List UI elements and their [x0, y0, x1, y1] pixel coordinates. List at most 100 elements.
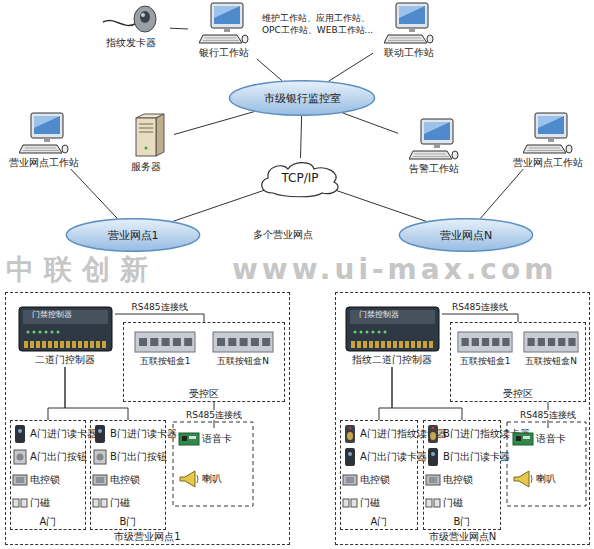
edge-label: RS485连接线: [185, 410, 243, 421]
node-label: 营业网点1: [108, 228, 159, 243]
device-item: 喇叭: [178, 468, 250, 490]
node-label: B门: [454, 516, 471, 529]
edge-label: RS485连接线: [451, 302, 509, 313]
connector: [48, 367, 65, 420]
reader-icon: [92, 424, 108, 444]
btn-icon: [92, 447, 108, 467]
zone-box: B门B门进门指纹读卡器B门出门读卡器电控锁门磁: [423, 420, 501, 530]
btns-icon: [457, 329, 513, 355]
node-label: 营业网点工作站: [513, 157, 583, 169]
zone-box: 市级营业网点1二道门控制器受控区五联按钮盒1五联按钮盒NA门A门进门读卡器A门出…: [5, 292, 290, 545]
pc-icon: [199, 2, 249, 46]
voice-card-box: [507, 422, 586, 506]
mag-icon: [425, 493, 441, 513]
node-label: 五联按钮盒1: [140, 356, 191, 368]
spk-icon: [178, 470, 200, 488]
connector: [379, 367, 392, 420]
node-label: 门磁: [360, 497, 416, 510]
node-label: 指纹二道门控制器: [352, 354, 432, 367]
device-item: 门磁: [425, 492, 499, 514]
connector: [170, 28, 188, 30]
device-item: 语音卡: [512, 428, 584, 450]
node-label: 银行工作站: [199, 47, 249, 59]
lock-icon: [425, 470, 441, 490]
device-item: 喇叭: [512, 468, 584, 490]
node-label: B门进门读卡器: [110, 428, 177, 441]
device-item: 电控锁: [92, 469, 164, 491]
device-item: 门磁: [92, 492, 164, 514]
node-label: 门磁: [30, 497, 84, 510]
node-label: 电控锁: [360, 474, 416, 487]
node-label: B门: [120, 516, 137, 529]
fp-icon: [342, 424, 358, 444]
connector: [174, 112, 254, 135]
node-label: 五联按钮盒1: [460, 356, 511, 368]
connector: [329, 53, 373, 81]
device-item: 电控锁: [342, 469, 416, 491]
device-node: 五联按钮盒1: [453, 329, 517, 368]
device-item: 电控锁: [12, 469, 84, 491]
lock-icon: [92, 470, 108, 490]
spk-icon: [512, 470, 534, 488]
device-node: 联动工作站: [373, 2, 445, 59]
pc-icon: [523, 112, 573, 156]
edge-label: RS485连接线: [519, 410, 577, 421]
node-label: B门出门按钮: [110, 451, 167, 464]
network-ellipse: 营业网点N: [398, 218, 534, 252]
connector: [442, 314, 518, 322]
device-item: 门磁: [12, 492, 84, 514]
node-label: 电控锁: [30, 474, 84, 487]
note-label: 门禁控制器: [359, 311, 399, 320]
pc-icon: [19, 112, 69, 156]
device-node: 指纹发卡器: [92, 4, 170, 49]
lock-icon: [12, 470, 28, 490]
node-label: A门: [371, 516, 388, 529]
zone-box: 受控区 五联按钮盒1 五联按钮盒N: [450, 322, 586, 402]
device-item: 电控锁: [425, 469, 499, 491]
node-label: 营业网点工作站: [9, 157, 79, 169]
device-item: A门出门读卡器: [342, 446, 416, 468]
device-item: B门进门读卡器: [92, 423, 164, 445]
connector: [257, 59, 282, 81]
node-label: 市级营业网点N: [429, 531, 496, 544]
node-label: A门出门按钮: [30, 451, 87, 464]
device-node: 告警工作站: [398, 118, 470, 175]
device-item: A门出门按钮: [12, 446, 84, 468]
connector: [336, 190, 426, 221]
watermark: www.ui-max.com: [232, 255, 557, 286]
node-label: A门: [40, 516, 57, 529]
reader-icon: [12, 424, 28, 444]
device-item: B门出门按钮: [92, 446, 164, 468]
device-node: 五联按钮盒N: [519, 329, 583, 368]
device-item: B门出门读卡器: [425, 446, 499, 468]
pc-icon: [409, 118, 459, 162]
device-item: 门磁: [342, 492, 416, 514]
node-label: 五联按钮盒N: [217, 356, 269, 368]
note-label: 维护工作站、应用工作站、 OPC工作站、WEB工作站...: [262, 13, 376, 36]
node-label: 受控区: [503, 388, 533, 401]
connector: [115, 314, 204, 322]
btns-icon: [134, 329, 196, 355]
node-label: 喇叭: [202, 473, 250, 486]
card-icon: [512, 430, 534, 448]
fp-icon: [425, 424, 441, 444]
zone-box: A门 A门进门指纹读卡器A门出门读卡器电控锁门磁: [340, 420, 418, 530]
device-node: 五联按钮盒N: [206, 329, 280, 368]
btns-icon: [212, 329, 274, 355]
connector: [173, 190, 264, 221]
node-label: 市级营业网点1: [114, 531, 180, 544]
node-label: 电控锁: [443, 474, 499, 487]
connector: [65, 367, 128, 420]
mag-icon: [12, 493, 28, 513]
network-ellipse: 市级银行监控室: [228, 80, 376, 116]
reader-icon: [425, 447, 441, 467]
node-label: 语音卡: [536, 433, 584, 446]
device-item: A门进门指纹读卡器: [342, 423, 416, 445]
device-item: 语音卡: [178, 428, 250, 450]
device-item: A门进门读卡器: [12, 423, 84, 445]
edge-label: RS485连接线: [130, 302, 188, 313]
node-label: 门磁: [110, 497, 164, 510]
btns-icon: [523, 329, 579, 355]
node-label: A门进门读卡器: [30, 428, 97, 441]
